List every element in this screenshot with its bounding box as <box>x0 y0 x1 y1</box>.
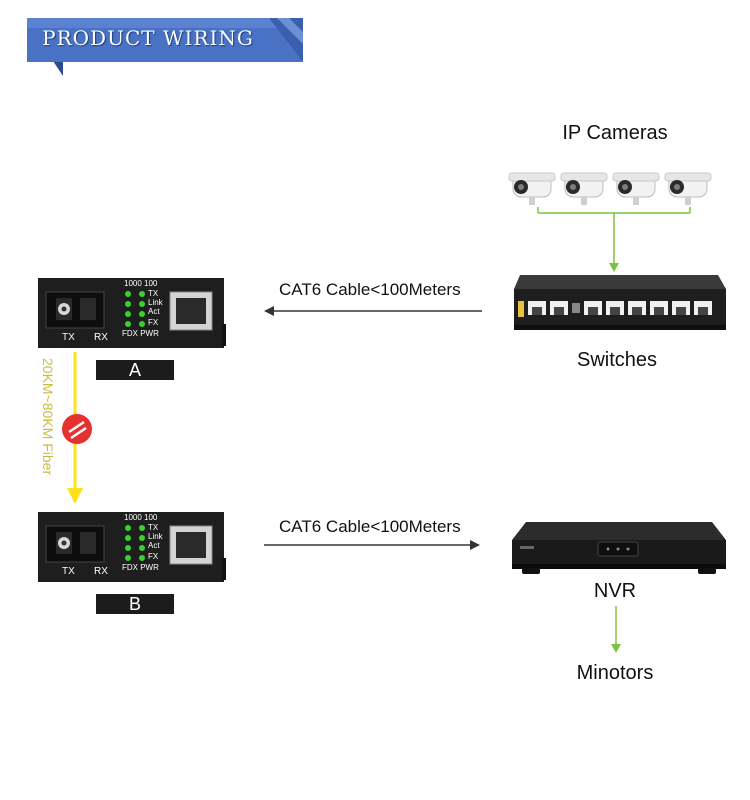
svg-text:FDX PWR: FDX PWR <box>122 329 159 338</box>
svg-text:Link: Link <box>148 298 164 307</box>
fiber-break-icon <box>62 414 92 444</box>
svg-text:Act: Act <box>148 307 160 316</box>
network-switch-icon <box>514 275 726 330</box>
tx-port-label: TX <box>62 332 75 343</box>
svg-text:Act: Act <box>148 541 160 550</box>
converter-b-tag: B <box>96 594 174 614</box>
rx-port-label: RX <box>94 332 108 343</box>
ip-camera-icon <box>508 172 556 205</box>
cable-bottom-label: CAT6 Cable<100Meters <box>279 517 461 536</box>
switches-label: Switches <box>576 349 658 371</box>
media-converter-a: TX RX 1000 100 TX Link Act FX FDX PWR <box>38 278 226 348</box>
fiber-link-arrow <box>62 352 92 504</box>
svg-text:TX: TX <box>148 289 159 298</box>
nvr-label: NVR <box>593 580 637 602</box>
banner-ribbon-shape <box>27 18 303 76</box>
nvr-recorder-icon <box>512 522 726 574</box>
cable-top-arrow <box>264 306 482 316</box>
cable-bottom-arrow <box>264 540 480 550</box>
svg-text:TX: TX <box>148 523 159 532</box>
ip-camera-icon <box>560 172 608 205</box>
svg-text:FX: FX <box>148 318 159 327</box>
ip-cameras-group <box>508 172 712 205</box>
svg-text:FDX PWR: FDX PWR <box>122 563 159 572</box>
ip-camera-icon <box>664 172 712 205</box>
svg-text:1000 100: 1000 100 <box>124 513 158 522</box>
header-banner: PRODUCT WIRING <box>27 18 303 78</box>
svg-text:Link: Link <box>148 532 164 541</box>
media-converter-b: TX RX 1000 100 TX Link Act FX FDX PWR <box>38 512 226 582</box>
fiber-label: 20KM~80KM Fiber <box>40 358 56 476</box>
banner-title: PRODUCT WIRING <box>42 26 254 50</box>
ip-camera-icon <box>612 172 660 205</box>
svg-text:FX: FX <box>148 552 159 561</box>
converter-a-tag: A <box>96 360 174 380</box>
led-header: 1000 100 <box>124 279 158 288</box>
camera-to-switch-connector <box>537 207 691 272</box>
svg-text:RX: RX <box>94 566 108 577</box>
nvr-to-monitor-arrow <box>611 606 621 653</box>
monitors-label: Minotors <box>576 662 654 684</box>
ip-cameras-label: IP Cameras <box>562 122 668 144</box>
svg-text:TX: TX <box>62 566 75 577</box>
cable-top-label: CAT6 Cable<100Meters <box>279 280 461 299</box>
